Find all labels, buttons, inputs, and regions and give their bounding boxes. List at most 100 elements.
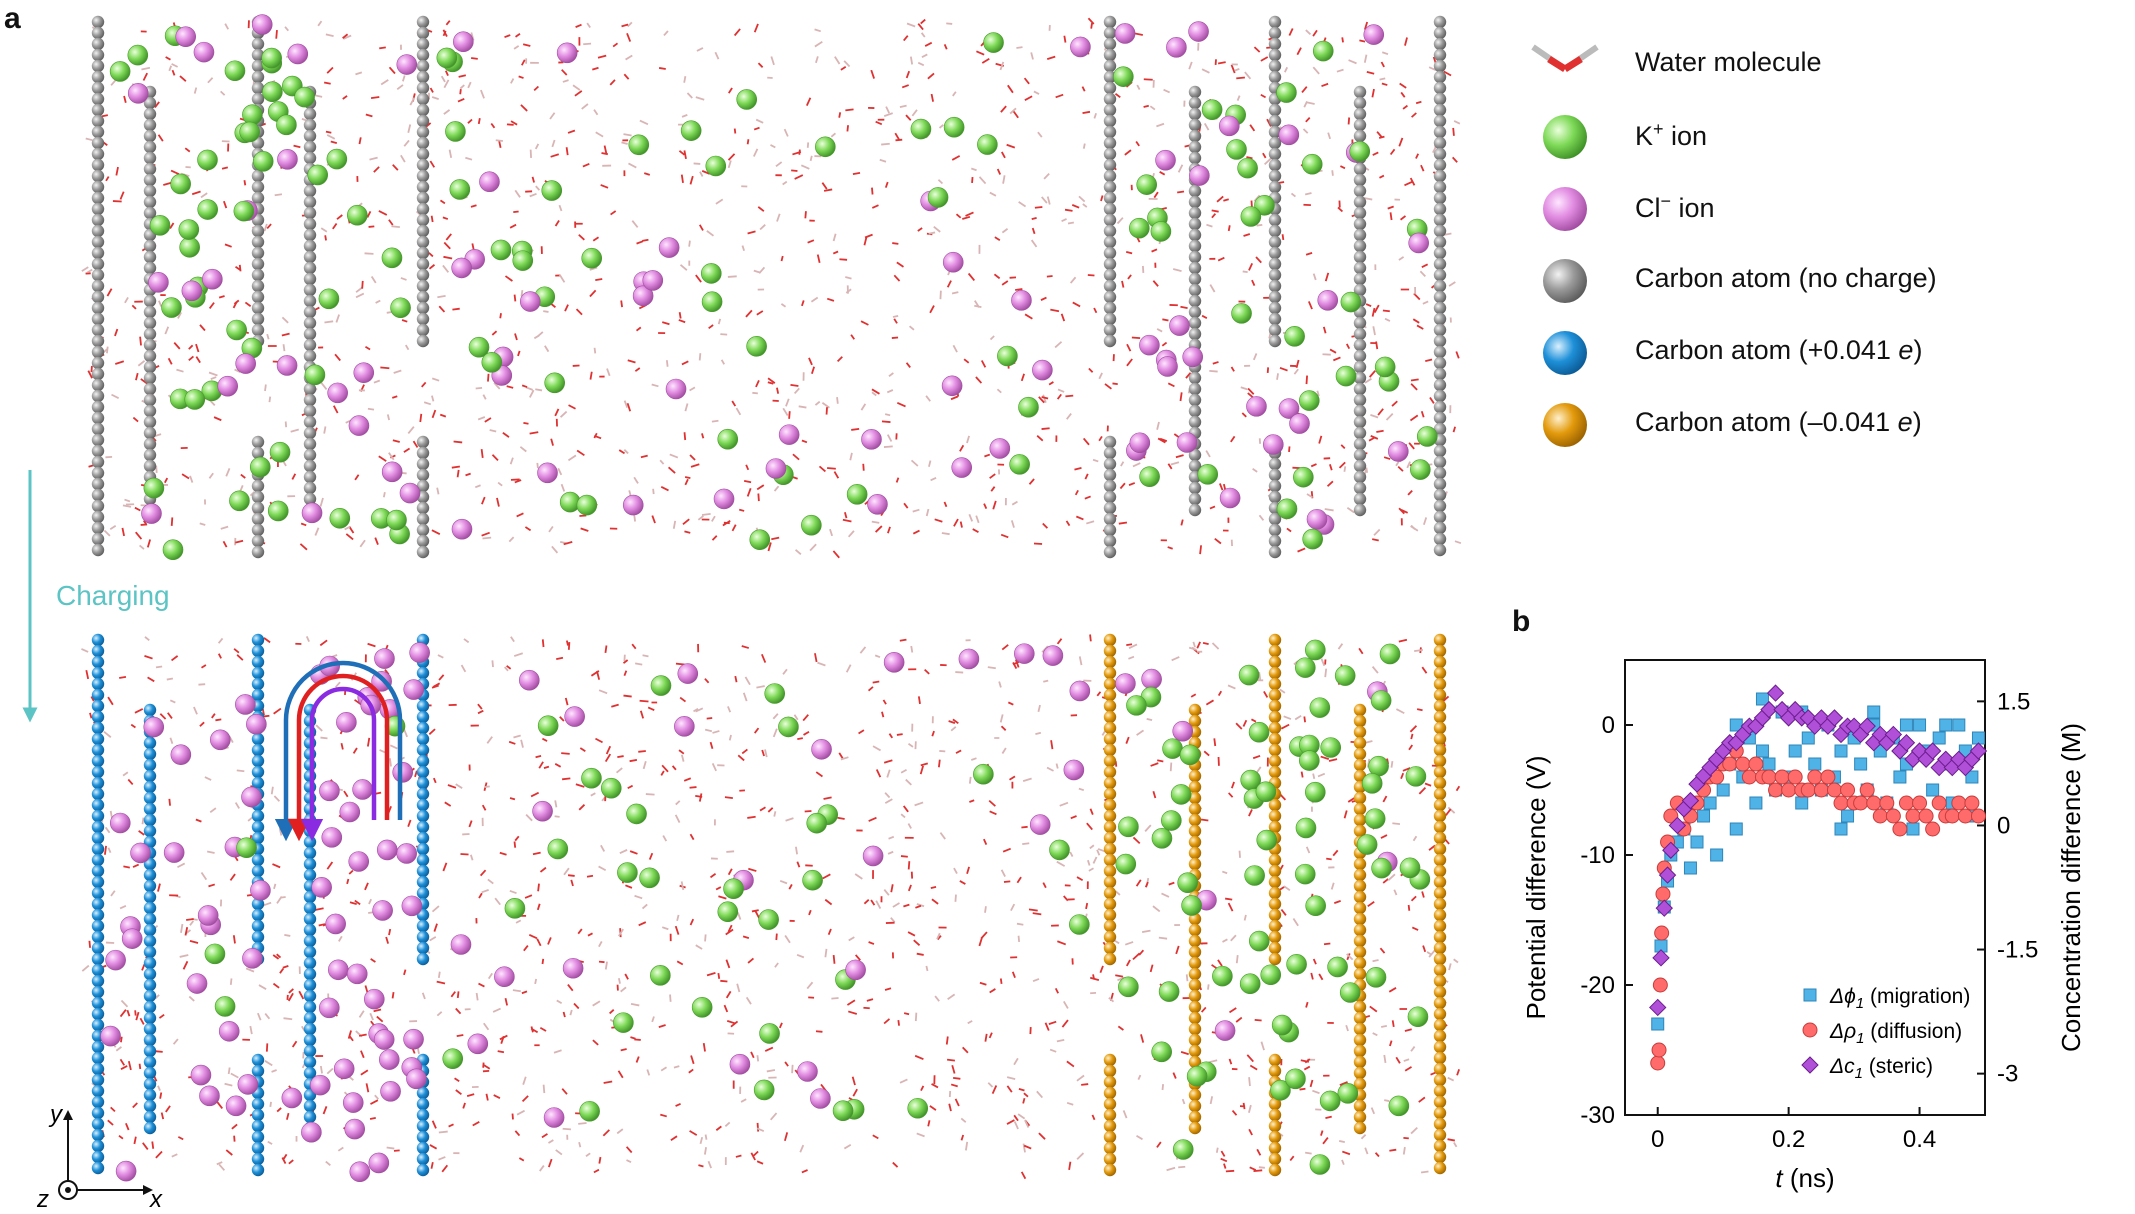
k-ion: [1248, 930, 1270, 952]
carbon-atom: [91, 15, 105, 29]
cl-ion: [989, 438, 1011, 459]
carbon-atom: [416, 279, 430, 293]
carbon-atom: [143, 989, 157, 1003]
k-ion: [1304, 639, 1326, 661]
carbon-atom: [1433, 81, 1447, 95]
migration-point: [1867, 705, 1881, 719]
carbon-atom: [143, 1011, 157, 1025]
cl-ion: [348, 851, 370, 872]
carbon-atom: [251, 48, 265, 62]
carbon-atom: [1433, 1029, 1447, 1043]
carbon-atom: [143, 250, 157, 264]
k-ion: [806, 812, 828, 834]
k-ion: [1239, 973, 1261, 995]
carbon-atom: [1353, 217, 1367, 231]
cl-ion: [199, 1085, 220, 1107]
carbon-atom: [1433, 213, 1447, 227]
carbon-atom: [416, 224, 430, 238]
cl-ion: [325, 913, 346, 935]
cl-ion: [451, 257, 472, 279]
carbon-atom: [91, 488, 105, 502]
k-ion: [1271, 1014, 1293, 1036]
carbon-atom: [1433, 633, 1447, 647]
carbon-atom: [1353, 703, 1367, 717]
carbon-atom: [303, 901, 317, 915]
carbon-atom: [1103, 1108, 1117, 1122]
migration-point: [1788, 744, 1802, 758]
carbon-atom: [1353, 1011, 1367, 1025]
cl-ion: [1115, 673, 1136, 694]
cl-ion: [713, 488, 735, 510]
carbon-atom: [1188, 217, 1202, 231]
carbon-atom: [143, 261, 157, 275]
cl-ion: [181, 280, 203, 302]
diffusion-point: [1892, 821, 1908, 837]
carbon-atom: [1103, 919, 1117, 933]
carbon-atom: [303, 1099, 317, 1113]
carbon-atom: [1433, 1073, 1447, 1087]
carbon-atom: [416, 257, 430, 271]
steric-point: [1766, 684, 1785, 702]
k-ion: [1370, 690, 1392, 711]
cl-ion: [115, 1160, 137, 1182]
cl-ion: [170, 744, 192, 765]
carbon-atom: [143, 118, 157, 132]
carbon-atom: [251, 1097, 265, 1111]
carbon-atom: [143, 1055, 157, 1069]
k-ion: [1337, 1083, 1359, 1104]
carbon-atom: [91, 356, 105, 370]
carbon-atom: [1433, 699, 1447, 713]
k-ion: [815, 136, 836, 158]
legend-series-label: Δc1 (steric): [1829, 1055, 1933, 1082]
carbon-atom: [91, 400, 105, 414]
cl-ion: [862, 845, 884, 867]
carbon-atom: [1268, 765, 1282, 779]
carbon-atom: [1268, 853, 1282, 867]
cl-ion: [318, 997, 340, 1019]
carbon-atom: [1353, 945, 1367, 959]
diffusion-point: [1925, 821, 1941, 837]
k-ion: [109, 61, 131, 82]
carbon-atom: [143, 206, 157, 220]
cl-ion: [1278, 124, 1300, 146]
diffusion-point: [1853, 795, 1869, 811]
carbon-atom: [91, 246, 105, 260]
carbon-atom: [1433, 1150, 1447, 1164]
diffusion-point: [1859, 782, 1875, 798]
carbon-atom: [1268, 930, 1282, 944]
carbon-atom: [416, 48, 430, 62]
carbon-atom: [1433, 1139, 1447, 1153]
k-ion: [628, 134, 650, 156]
carbon-atom: [303, 107, 317, 121]
carbon-atom: [303, 239, 317, 253]
migration-point: [1710, 848, 1724, 862]
diffusion-point: [1651, 1042, 1667, 1058]
carbon-atom: [251, 1108, 265, 1122]
migration-point: [1683, 861, 1697, 875]
carbon-atom: [1433, 688, 1447, 702]
steric-point: [1923, 742, 1942, 760]
k-ion: [1201, 99, 1223, 120]
carbon-atom: [91, 147, 105, 161]
carbon-atom: [416, 512, 430, 526]
carbon-atom: [91, 444, 105, 458]
carbon-atom: [416, 732, 430, 746]
carbon-atom: [1433, 235, 1447, 249]
k-ion: [1298, 390, 1320, 411]
carbon-atom: [1268, 180, 1282, 194]
carbon-atom: [143, 96, 157, 110]
panel-label-b: b: [1512, 605, 1531, 638]
carbon-atom: [1188, 989, 1202, 1003]
k-ion: [242, 104, 263, 125]
carbon-atom: [1268, 1152, 1282, 1166]
y-tick-label: 0: [1602, 712, 1615, 739]
carbon-atom: [1433, 257, 1447, 271]
carbon-atom: [1188, 272, 1202, 286]
cl-ion: [401, 895, 423, 917]
water-molecule-icon: [1531, 44, 1599, 72]
carbon-atom: [143, 769, 157, 783]
carbon-atom: [416, 202, 430, 216]
carbon-atom: [303, 1000, 317, 1014]
cl-ion: [287, 43, 309, 65]
carbon-atom: [91, 521, 105, 535]
